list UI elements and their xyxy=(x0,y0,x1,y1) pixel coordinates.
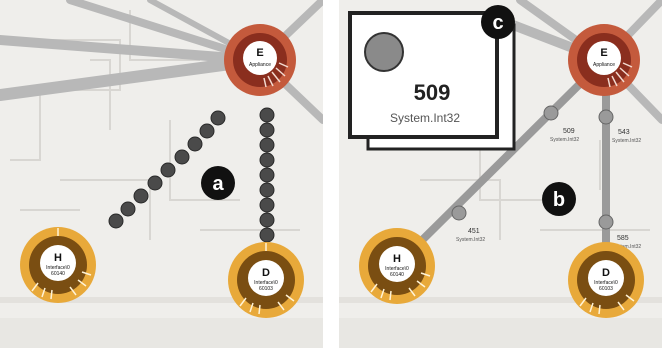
edge-label-451: 451 System.Int32 xyxy=(456,228,485,243)
node-e-letter: E xyxy=(600,47,607,59)
node-h[interactable]: H Interface\0 60140 xyxy=(359,228,435,304)
node-d[interactable]: D Interface\0 60103 xyxy=(228,242,304,318)
edge-e-h[interactable] xyxy=(394,57,607,268)
node-d-line2: 60103 xyxy=(599,286,613,292)
svg-text:585: 585 xyxy=(617,235,629,242)
node-h-letter: H xyxy=(393,253,401,265)
node-h-line2: 60140 xyxy=(51,271,65,277)
left-panel: a E Appliance xyxy=(0,0,323,348)
edge-e-h-dotted[interactable] xyxy=(108,110,226,229)
svg-text:System.Int32: System.Int32 xyxy=(550,137,579,143)
node-e-letter: E xyxy=(256,47,263,59)
edge-label-509: 509 System.Int32 xyxy=(550,128,579,143)
svg-text:System.Int32: System.Int32 xyxy=(612,244,641,250)
value-tooltip: 509 System.Int32 xyxy=(348,11,516,151)
marker-a-label: a xyxy=(212,173,224,195)
node-h[interactable]: H Interface\0 60140 xyxy=(20,227,96,303)
marker-b: b xyxy=(542,182,576,216)
marker-c-label: c xyxy=(492,12,503,34)
svg-text:System.Int32: System.Int32 xyxy=(612,138,641,144)
svg-text:543: 543 xyxy=(618,129,630,136)
svg-text:509: 509 xyxy=(563,128,575,135)
node-d-line1: Interface\0 xyxy=(594,280,618,286)
edge-label-585: 585 System.Int32 xyxy=(612,235,641,250)
node-d-line2: 60103 xyxy=(259,286,273,292)
svg-text:451: 451 xyxy=(468,228,480,235)
node-e-line1: Appliance xyxy=(249,62,271,68)
tooltip-value: 509 xyxy=(414,80,451,105)
node-d-letter: D xyxy=(602,267,610,279)
node-d-line1: Interface\0 xyxy=(254,280,278,286)
marker-a: a xyxy=(201,166,235,200)
node-h-line1: Interface\0 xyxy=(46,265,70,271)
tooltip-type: System.Int32 xyxy=(390,111,460,125)
svg-text:System.Int32: System.Int32 xyxy=(456,237,485,243)
node-e[interactable]: E Appliance xyxy=(224,24,296,96)
edge-label-543: 543 System.Int32 xyxy=(612,129,641,144)
node-d[interactable]: D Interface\0 60103 xyxy=(568,242,644,318)
right-panel: 509 System.Int32 543 System.Int32 451 Sy… xyxy=(339,0,662,348)
marker-c: c xyxy=(481,5,515,39)
marker-b-label: b xyxy=(553,189,565,211)
node-e[interactable]: E Appliance xyxy=(568,24,640,96)
node-d-letter: D xyxy=(262,267,270,279)
edge-e-d-dotted[interactable] xyxy=(259,107,275,243)
node-h-line1: Interface\0 xyxy=(385,266,409,272)
node-h-line2: 60140 xyxy=(390,272,404,278)
node-h-letter: H xyxy=(54,252,62,264)
node-e-line1: Appliance xyxy=(593,62,615,68)
